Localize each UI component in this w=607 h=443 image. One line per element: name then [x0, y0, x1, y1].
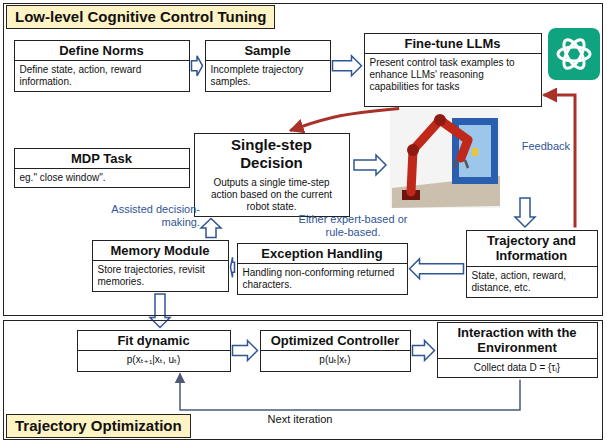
robot-joint: [407, 144, 419, 156]
block-arrow: [515, 198, 535, 227]
flow-arrow: [201, 219, 221, 238]
process-box: MDP Taskeg." close window".: [14, 148, 190, 189]
panel-title: Trajectory Optimization: [6, 414, 191, 438]
logo-ground: [548, 28, 600, 80]
robot-arm: [411, 120, 468, 192]
process-box: Fit dynamicp(xₜ₊₁|xₜ, uₜ): [77, 330, 231, 372]
process-box: Optimized Controllerp(uₜ|xₜ): [260, 330, 411, 372]
scene-ground: [390, 108, 500, 208]
box-body: Collect data D = {τᵢ}: [438, 359, 597, 377]
box-heading: Define Norms: [15, 41, 189, 62]
flow-arrow: [180, 374, 520, 411]
box-body: p(xₜ₊₁|xₜ, uₜ): [78, 351, 230, 369]
box-heading: Exception Handling: [238, 244, 407, 265]
panel-region: Low-level Cognitive Control TuningDefine…: [3, 3, 603, 316]
box-heading: Sample: [206, 41, 330, 62]
box-body: Outputs a single time-step action based …: [195, 174, 349, 216]
process-box: Memory ModuleStore trajectories, revisit…: [92, 240, 229, 293]
box-heading: MDP Task: [15, 149, 189, 170]
edge-label: Either expert-based or rule-based.: [292, 213, 414, 238]
box-body: Define state, action, reward information…: [15, 61, 189, 91]
edge-label: Assisted decision-making.: [100, 203, 200, 228]
llm-logo: [548, 28, 600, 80]
flow-arrow: [233, 341, 258, 361]
process-box: Single-step DecisionOutputs a single tim…: [194, 133, 350, 217]
box-body: State, action, reward, distance, etc.: [467, 267, 597, 297]
robot-joint: [434, 114, 446, 126]
edge-label: Feedback: [518, 140, 570, 153]
flow-arrow: [150, 294, 170, 327]
flow-arrow: [231, 257, 235, 277]
box-heading: Optimized Controller: [261, 331, 410, 352]
flow-arrow: [413, 341, 435, 361]
process-box: Exception HandlingHandling non-conformin…: [237, 243, 408, 296]
block-arrow: [354, 155, 386, 175]
flow-arrow: [544, 95, 576, 228]
logo-petal: [558, 47, 590, 61]
box-heading: Fine-tune LLMs: [365, 34, 541, 55]
process-box: Fine-tune LLMsPresent control task examp…: [364, 33, 542, 107]
window-handle: [472, 148, 478, 156]
logo-petal: [560, 37, 588, 72]
panel-title: Low-level Cognitive Control Tuning: [6, 5, 275, 29]
box-body: eg." close window".: [15, 169, 189, 187]
box-heading: Memory Module: [93, 241, 228, 262]
process-box: Interaction with the EnvironmentCollect …: [437, 322, 598, 378]
box-body: Handling non-conforming returned charact…: [238, 264, 407, 294]
box-heading: Fit dynamic: [78, 331, 230, 352]
robot-scene: [390, 108, 500, 208]
flow-arrow: [290, 109, 399, 131]
box-heading: Interaction with the Environment: [438, 323, 597, 359]
flow-arrow: [410, 259, 464, 279]
box-body: Store trajectories, revisit memories.: [93, 261, 228, 291]
edge-label: Next iteration: [250, 413, 350, 426]
logo-petal: [560, 37, 588, 72]
process-box: Trajectory and InformationState, action,…: [466, 230, 598, 298]
process-box: Define NormsDefine state, action, reward…: [14, 40, 190, 93]
box-heading: Single-step Decision: [195, 134, 349, 174]
box-heading: Trajectory and Information: [467, 231, 597, 267]
box-body: Incomplete trajectory samples.: [206, 61, 330, 91]
flow-arrow: [333, 56, 362, 76]
robot-gripper: [454, 160, 468, 168]
flow-arrow: [192, 56, 203, 76]
box-body: p(uₜ|xₜ): [261, 351, 410, 369]
process-box: SampleIncomplete trajectory samples.: [205, 40, 331, 93]
box-body: Present control task examples to enhance…: [365, 54, 541, 96]
